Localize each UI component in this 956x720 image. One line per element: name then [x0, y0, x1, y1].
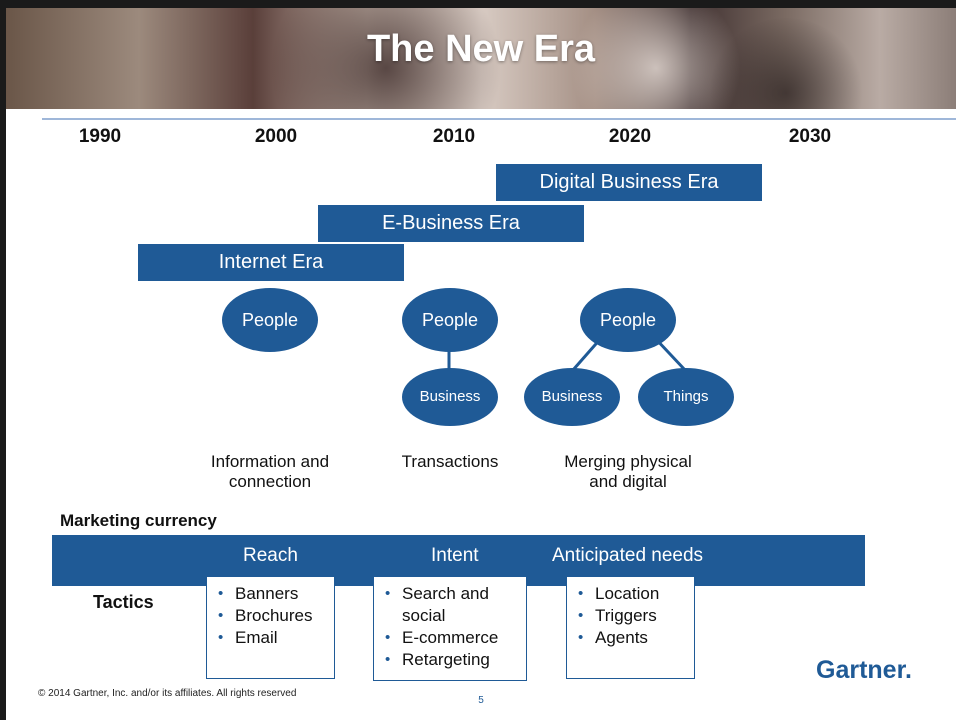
gartner-logo-dot: . [904, 656, 912, 684]
caption-internet-line-1: Information and [210, 452, 330, 471]
gartner-logo: Gartner. [816, 656, 912, 685]
era-e-business: E-Business Era [318, 205, 584, 242]
year-2020: 2020 [608, 126, 652, 147]
node-things-digital: Things [638, 368, 734, 426]
page-number: 5 [478, 695, 484, 706]
tactic-item: Brochures [215, 605, 326, 627]
tactics-box-intent: Search and social E-commerce Retargeting [373, 576, 527, 681]
year-2030: 2030 [788, 126, 832, 147]
tactic-item: Search and social [382, 583, 512, 627]
caption-ebusiness: Transactions [401, 452, 499, 471]
slide-title: The New Era [366, 28, 596, 70]
slide: The New Era 1990 2000 2010 2020 2030 Dig… [6, 8, 956, 720]
tactic-item: Retargeting [382, 649, 518, 671]
currency-anticipated-needs: Anticipated needs [552, 545, 704, 566]
currency-reach: Reach [243, 545, 298, 566]
tactic-item: Location [575, 583, 686, 605]
node-people-ebusiness: People [402, 288, 498, 352]
currency-intent: Intent [431, 545, 479, 566]
tactics-box-anticipated-needs: Location Triggers Agents [566, 576, 695, 679]
tactic-item: Email [215, 627, 326, 649]
tactic-item: E-commerce [382, 627, 518, 649]
year-2010: 2010 [432, 126, 476, 147]
year-1990: 1990 [78, 126, 122, 147]
caption-internet-line-2: connection [228, 472, 312, 491]
caption-digital: Merging physical and digital [528, 452, 728, 492]
tactic-item: Triggers [575, 605, 686, 627]
tactic-item: Agents [575, 627, 686, 649]
era-internet: Internet Era [138, 244, 404, 281]
header-rule [42, 118, 956, 120]
caption-internet: Information and connection [170, 452, 370, 492]
year-2000: 2000 [254, 126, 298, 147]
caption-digital-line-1: Merging physical [564, 452, 692, 471]
marketing-currency-label: Marketing currency [60, 511, 217, 530]
node-people-internet: People [222, 288, 318, 352]
copyright-notice: © 2014 Gartner, Inc. and/or its affiliat… [38, 688, 297, 699]
gartner-logo-text: Gartner [816, 656, 905, 684]
node-business-ebusiness: Business [402, 368, 498, 426]
banner-photo-shade [256, 8, 516, 109]
caption-digital-line-2: and digital [589, 472, 667, 491]
node-business-digital: Business [524, 368, 620, 426]
tactics-box-reach: Banners Brochures Email [206, 576, 335, 679]
tactics-label: Tactics [93, 592, 154, 612]
node-people-digital: People [580, 288, 676, 352]
era-digital-business: Digital Business Era [496, 164, 762, 201]
title-banner: The New Era [6, 8, 956, 109]
tactic-item: Banners [215, 583, 326, 605]
